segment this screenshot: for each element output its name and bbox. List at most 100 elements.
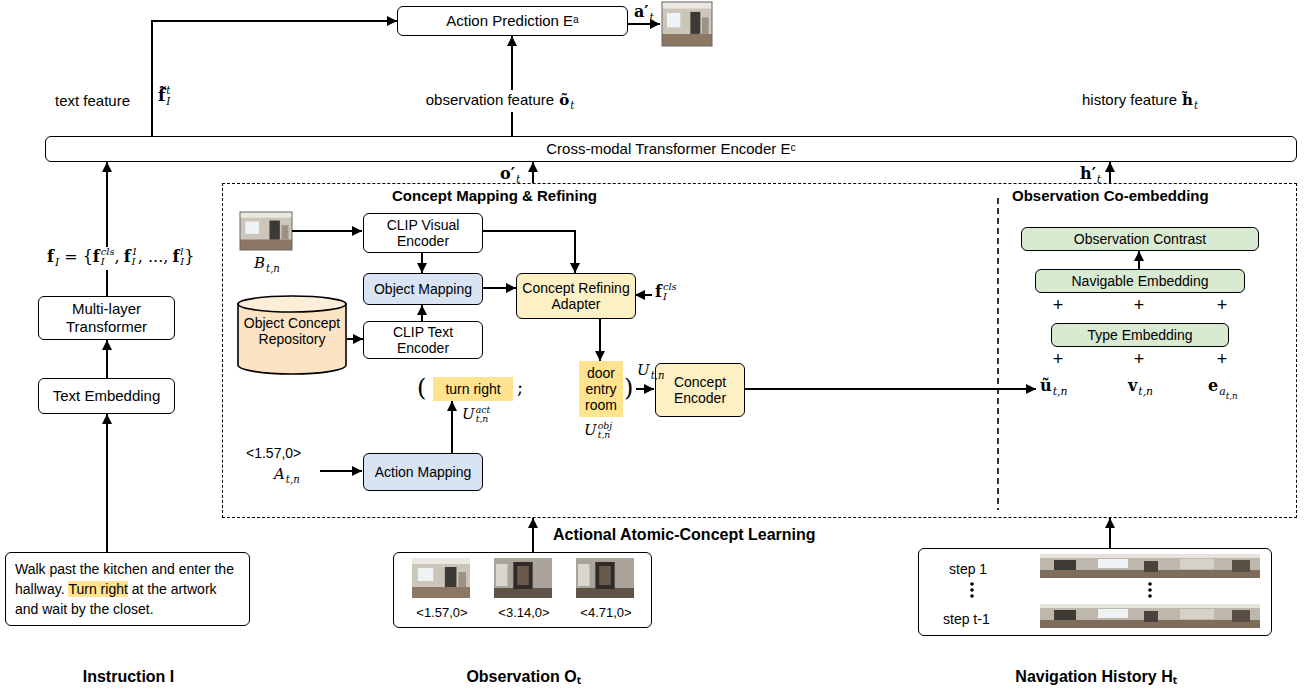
script-stack: tI: [166, 85, 170, 107]
observation-photo: [576, 558, 634, 598]
observation-photo: [494, 558, 552, 598]
math-symbol: }: [184, 247, 194, 266]
node-text: Action Mapping: [375, 464, 472, 480]
math-symbol: t: [650, 11, 654, 24]
instruction-text: Walk past the kitchen and enter the hall…: [15, 559, 240, 619]
math-symbol: obj: [598, 421, 612, 431]
math-symbol: e: [1208, 376, 1218, 395]
output-view-photo: [662, 2, 712, 46]
input-arrow: [292, 230, 362, 232]
math-symbol: +: [1053, 295, 1064, 315]
math-symbol: I: [180, 257, 184, 267]
math-symbol: ũ: [1040, 376, 1052, 395]
math-symbol: t,n: [1138, 385, 1153, 398]
encoder-box: Concept Encoder: [655, 363, 745, 417]
math-symbol: t,n: [1226, 391, 1238, 401]
node-text: Turn right: [68, 581, 127, 597]
dashed-divider: [997, 198, 999, 510]
math-symbol: v: [1128, 376, 1137, 395]
embedding-box: Type Embedding: [1051, 323, 1229, 347]
mapping-box: Object Mapping: [363, 273, 483, 305]
math-symbol: act: [476, 405, 491, 415]
math-symbol: h̃: [1182, 91, 1193, 109]
math-symbol: ;: [517, 377, 523, 398]
math-symbol: U: [637, 361, 650, 379]
connector-arrow: [1138, 251, 1140, 269]
math-symbol: o′: [500, 164, 515, 183]
bracket: ): [624, 372, 633, 404]
node-text: <4.71,0>: [580, 605, 631, 621]
math-symbol: t: [1097, 173, 1101, 186]
math-label: Bt,n: [254, 253, 280, 275]
process-box: Multi-layer Transformer: [38, 296, 175, 340]
math-symbol: ,: [115, 247, 120, 266]
input-arrow: [636, 388, 654, 390]
math-label: h′t: [1080, 164, 1101, 187]
math-label: Ut,n: [637, 360, 665, 382]
ellipsis-dot: [1148, 582, 1152, 586]
node-text: Concept Refining Adapter: [521, 280, 631, 312]
math-symbol: t: [516, 173, 520, 186]
connector-arrow: [347, 338, 363, 340]
observation-photo: [412, 558, 470, 598]
math-symbol: cls: [101, 247, 115, 257]
script-stack: objt,n: [598, 421, 612, 441]
instruction-box: Walk past the kitchen and enter the hall…: [5, 552, 250, 626]
math-symbol: (: [417, 374, 426, 402]
node-text: Navigation History Hₜ: [1015, 667, 1176, 687]
math-symbol: Concept Mapping & Refining: [392, 187, 597, 204]
node-text: Text Embedding: [53, 387, 161, 405]
node-text: Observation Contrast: [1074, 231, 1206, 247]
plus-sign: +: [1217, 294, 1228, 317]
math-symbol: f: [93, 247, 100, 266]
ellipsis-dot: [970, 594, 974, 598]
encoder-box: CLIP Text Encoder: [363, 321, 483, 359]
math-symbol: , ...,: [138, 247, 169, 266]
ellipsis-dot: [970, 588, 974, 592]
feature-label: observation featureõt: [423, 90, 578, 112]
math-symbol: f: [47, 247, 54, 266]
plus-sign: +: [1053, 294, 1064, 317]
connector-arrow: [532, 162, 534, 183]
math-symbol: f: [124, 247, 131, 266]
math-label: At,n: [274, 464, 300, 486]
input-arrow: [635, 294, 652, 296]
ellipsis-dot: [1148, 588, 1152, 592]
ellipsis-dot: [970, 582, 974, 586]
math-symbol: t: [1194, 100, 1198, 111]
node-text: CLIP Visual Encoder: [368, 217, 478, 249]
embedding-box: Observation Contrast: [1021, 227, 1259, 251]
connector-arrow: [1109, 518, 1111, 548]
node-text: CLIP Text Encoder: [368, 324, 478, 356]
script-stack: clsI: [663, 282, 677, 303]
connector-arrow: [421, 253, 423, 273]
adapter-box: Concept Refining Adapter: [516, 273, 636, 319]
math-symbol: U: [462, 405, 475, 423]
node-text: step t-1: [943, 611, 990, 628]
cylinder-body: [238, 304, 346, 374]
repository-cylinder: Object Concept Repository: [237, 295, 347, 375]
node-text: Actional Atomic-Concept Learning: [553, 525, 816, 545]
math-symbol: history feature: [1082, 91, 1177, 108]
node-text: Instruction I: [83, 667, 175, 687]
math-symbol: a′: [634, 2, 649, 21]
node-text: <3.14,0>: [498, 605, 549, 621]
math-label: Uobjt,n: [584, 420, 612, 441]
observation-box: <1.57,0><3.14,0><4.71,0>Observation Oₜ: [393, 552, 652, 628]
encoder-box: CLIP Visual Encoder: [363, 213, 483, 253]
bracket: (: [417, 372, 426, 404]
mapping-box: Action Mapping: [363, 453, 483, 491]
math-symbol: +: [1053, 349, 1064, 369]
node-text: turn right: [445, 381, 500, 397]
plus-sign: +: [1217, 348, 1228, 371]
math-symbol: +: [1134, 349, 1145, 369]
script-stack: clsI: [101, 247, 115, 268]
math-symbol: f: [655, 282, 662, 301]
math-symbol: t: [570, 100, 574, 111]
history-panorama: [1040, 604, 1260, 628]
concept-feature-arrow: [744, 388, 1036, 390]
node-text: Action Prediction Eᵃ: [446, 12, 578, 30]
math-symbol: t,n: [1053, 385, 1068, 398]
math-symbol: l: [180, 247, 184, 257]
embedding-box: Navigable Embedding: [1035, 269, 1245, 293]
